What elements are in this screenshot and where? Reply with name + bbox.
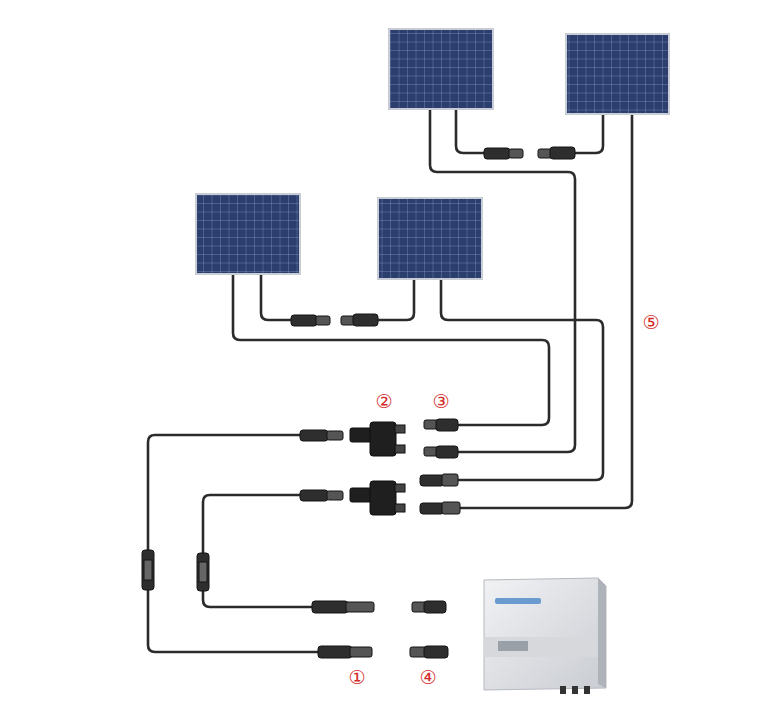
callout-number: ⑤ — [642, 311, 659, 333]
branch-connectors — [350, 422, 405, 515]
callout-number: ② — [375, 390, 392, 412]
callout-number: ④ — [419, 666, 436, 688]
cables — [148, 108, 632, 652]
callout-number: ③ — [432, 390, 449, 412]
callout-number: ① — [348, 666, 365, 688]
solar-panels — [196, 29, 669, 279]
inverter — [484, 578, 606, 694]
